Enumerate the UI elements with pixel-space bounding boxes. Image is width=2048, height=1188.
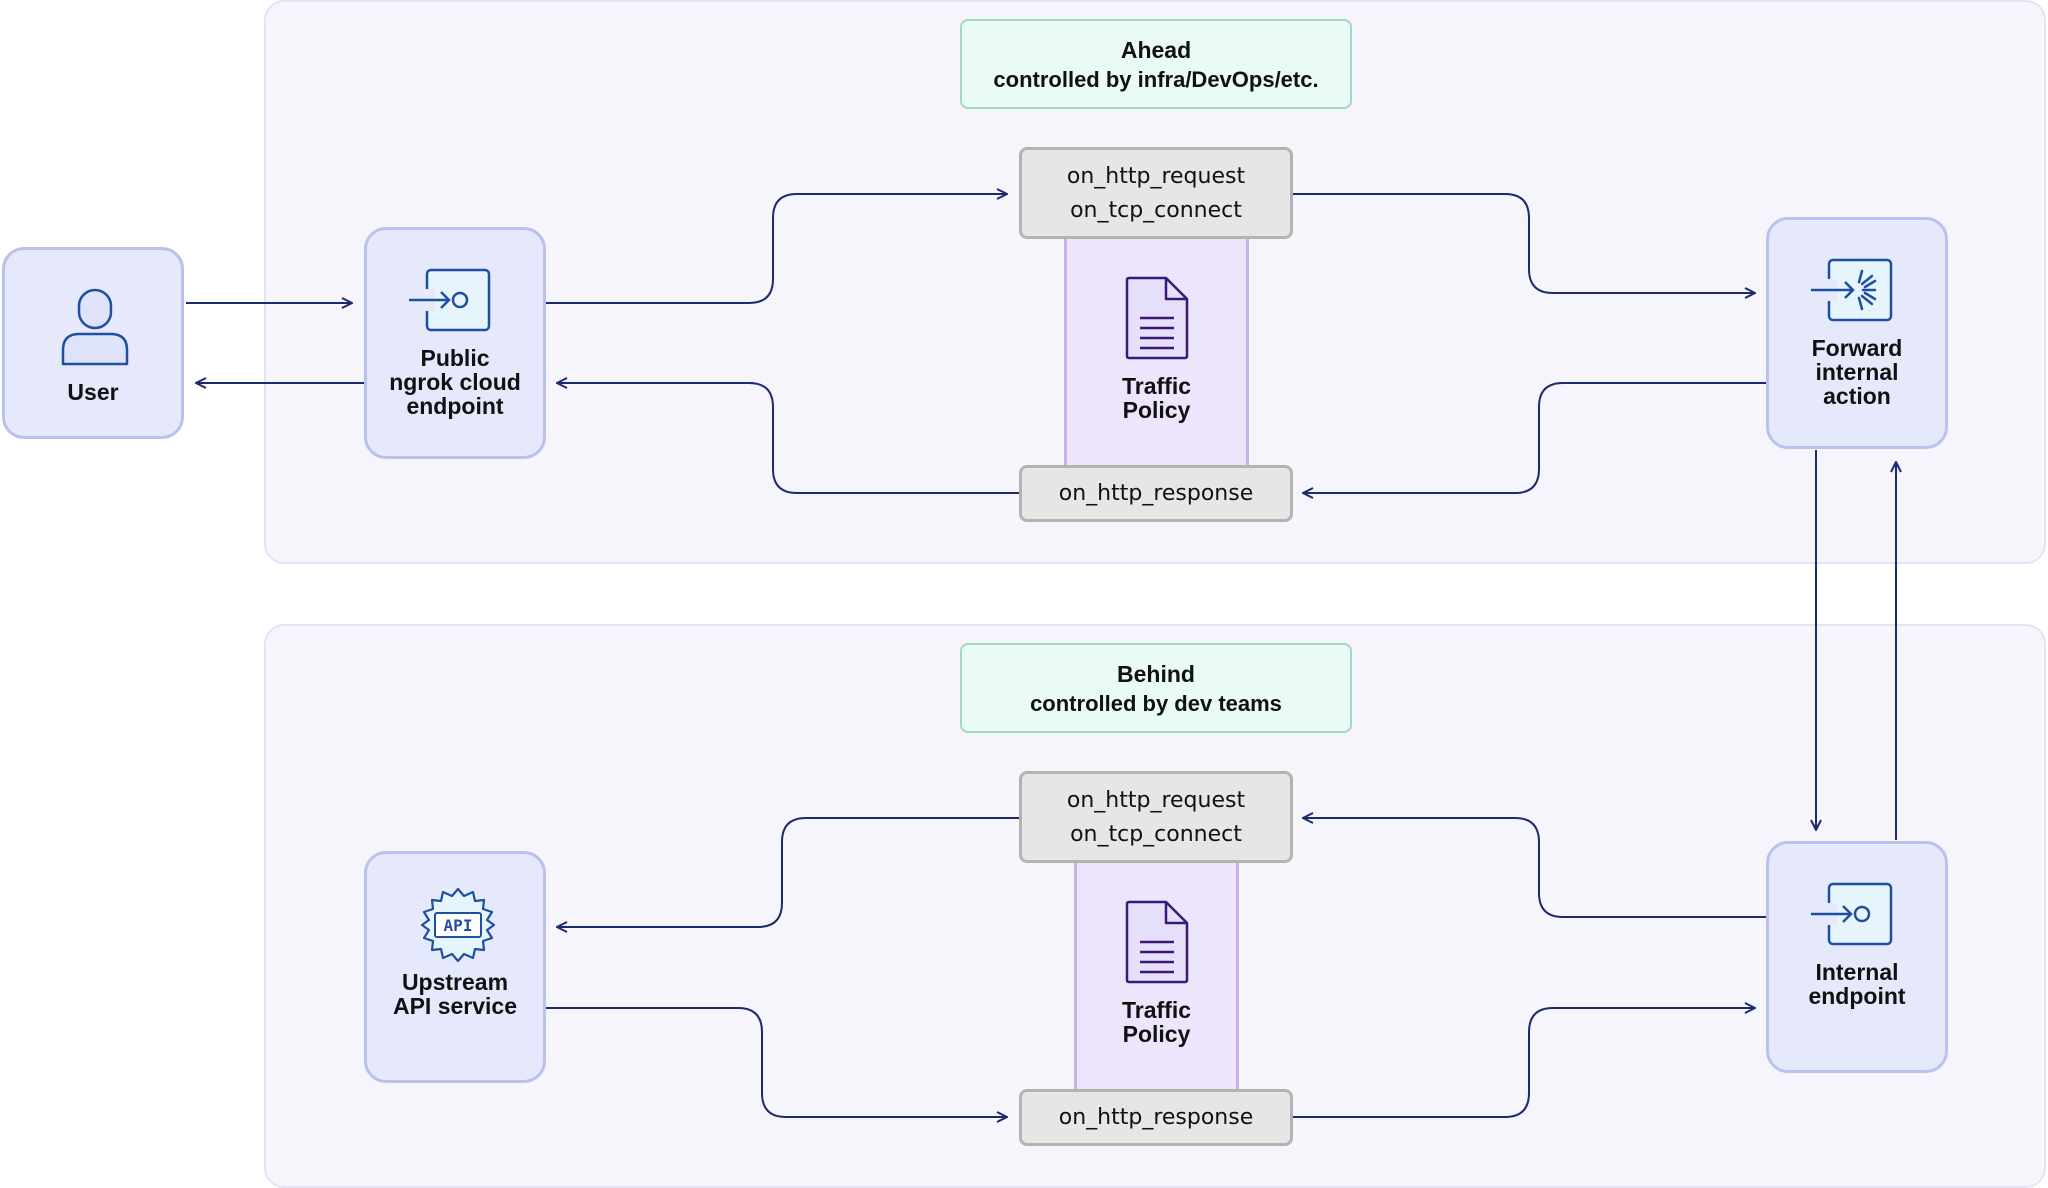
ahead-title: Ahead: [1120, 37, 1192, 63]
api-badge-text: API: [444, 916, 473, 935]
upstream-api-label-2: API service: [392, 993, 518, 1019]
document-icon: [1125, 276, 1189, 360]
traffic-policy-top-label-1: Traffic: [1121, 373, 1192, 399]
upstream-api-node: API Upstream API service: [364, 851, 546, 1083]
traffic-policy-bottom-label-1: Traffic: [1121, 997, 1192, 1023]
behind-subtitle: controlled by dev teams: [1030, 691, 1282, 716]
forward-action-label-2: internal: [1815, 359, 1899, 385]
hook-on-http-request-top: on_http_request: [1066, 164, 1246, 189]
internal-endpoint-label-1: Internal: [1815, 959, 1899, 985]
request-hooks-bottom: on_http_request on_tcp_connect: [1019, 771, 1293, 863]
user-label: User: [67, 379, 119, 405]
public-endpoint-node: Public ngrok cloud endpoint: [364, 227, 546, 459]
hook-on-tcp-connect-bottom: on_tcp_connect: [1070, 822, 1242, 847]
arrow-response-hook-to-internal: [1293, 1008, 1755, 1118]
public-endpoint-label-1: Public: [420, 345, 490, 371]
upstream-api-label-1: Upstream: [401, 969, 509, 995]
traffic-policy-bottom-label-2: Policy: [1122, 1021, 1191, 1047]
hook-on-http-response-bottom: on_http_response: [1058, 1105, 1254, 1130]
forward-action-node: Forward internal action: [1766, 217, 1948, 449]
forward-action-label-1: Forward: [1811, 335, 1903, 361]
internal-endpoint-node: Internal endpoint: [1766, 841, 1948, 1073]
traffic-policy-top: Traffic Policy: [1064, 236, 1249, 466]
behind-title: Behind: [1117, 661, 1195, 687]
arrow-response-hook-to-public: [557, 383, 1019, 494]
endpoint-icon: [1811, 882, 1893, 946]
request-hooks-top: on_http_request on_tcp_connect: [1019, 147, 1293, 239]
ahead-label: Ahead controlled by infra/DevOps/etc.: [960, 19, 1352, 109]
user-node: User: [2, 247, 184, 439]
public-endpoint-label-3: endpoint: [406, 393, 504, 419]
document-icon: [1125, 900, 1189, 984]
user-icon: [61, 288, 129, 366]
public-endpoint-label-2: ngrok cloud: [389, 369, 521, 395]
arrow-forward-to-response-hook: [1303, 382, 1766, 493]
forward-action-label-3: action: [1823, 383, 1891, 409]
arrow-public-to-request-hook: [546, 194, 1007, 304]
response-hook-bottom: on_http_response: [1019, 1089, 1293, 1146]
arrow-request-hook-to-upstream: [557, 817, 1019, 927]
arrow-upstream-to-response-hook: [546, 1007, 1007, 1117]
behind-label: Behind controlled by dev teams: [960, 643, 1352, 733]
response-hook-top: on_http_response: [1019, 465, 1293, 522]
arrow-request-hook-to-forward: [1293, 193, 1755, 293]
hook-on-http-response-top: on_http_response: [1058, 481, 1254, 506]
hook-on-http-request-bottom: on_http_request: [1066, 788, 1246, 813]
internal-endpoint-label-2: endpoint: [1808, 983, 1906, 1009]
endpoint-icon: [409, 268, 491, 332]
hook-on-tcp-connect-top: on_tcp_connect: [1070, 198, 1242, 223]
traffic-policy-bottom: Traffic Policy: [1074, 860, 1239, 1090]
forward-action-icon: [1811, 258, 1893, 322]
api-gear-icon: API: [420, 887, 496, 963]
ahead-subtitle: controlled by infra/DevOps/etc.: [993, 67, 1319, 92]
arrow-internal-to-request-hook: [1303, 818, 1766, 918]
traffic-policy-top-label-2: Policy: [1122, 397, 1191, 423]
